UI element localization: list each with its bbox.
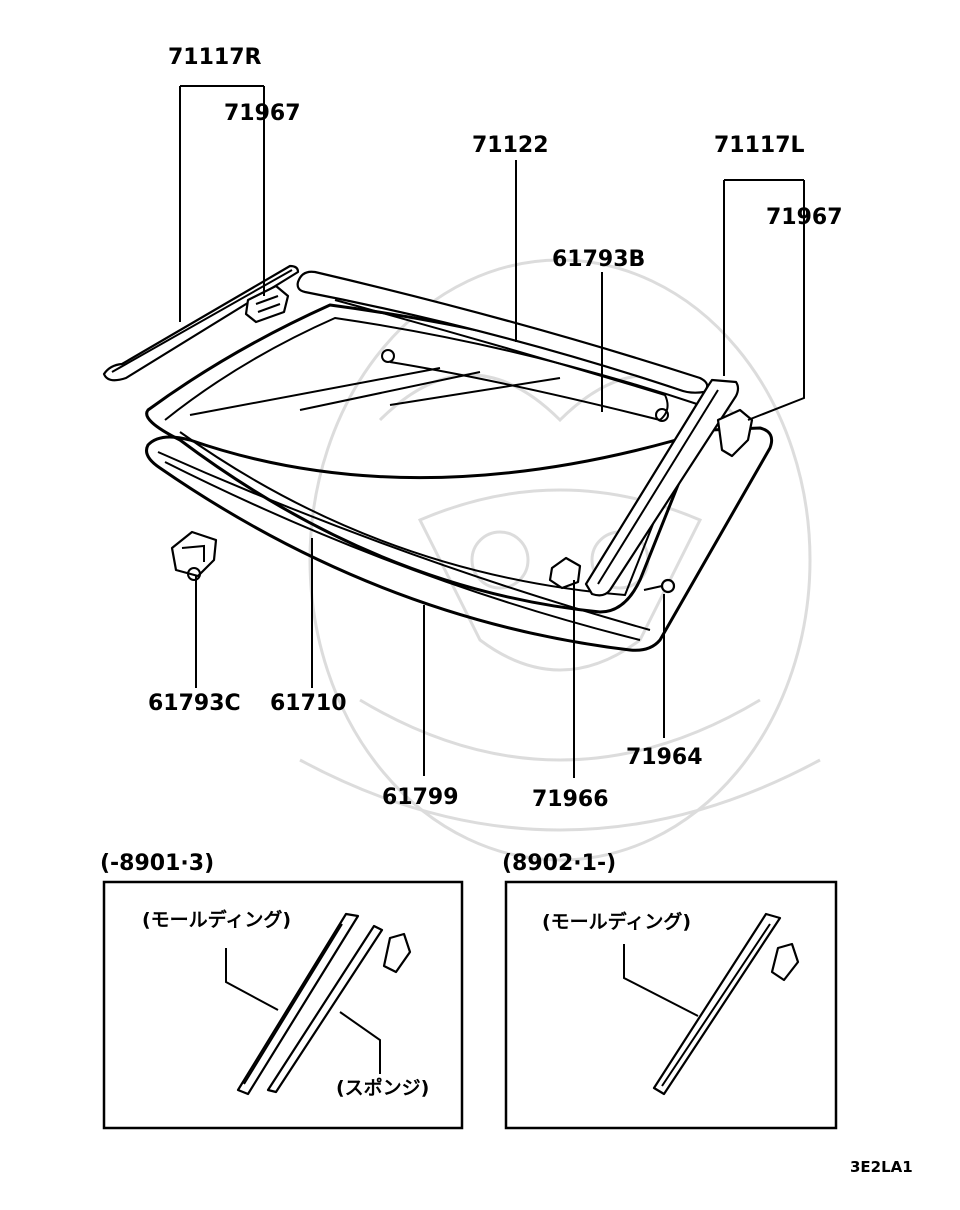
spacer-lower bbox=[170, 530, 218, 581]
inset-early-sponge-label: (スポンジ) bbox=[336, 1076, 429, 1099]
callout-upper-moulding: 71122 bbox=[472, 133, 549, 158]
upper-moulding bbox=[296, 270, 709, 422]
side-moulding-rh bbox=[102, 264, 300, 382]
callout-windshield-glass: 61710 bbox=[270, 691, 347, 716]
leader-lines bbox=[179, 85, 805, 778]
fastener bbox=[548, 556, 582, 590]
inset-late-frame bbox=[504, 880, 838, 1130]
clip-rh bbox=[244, 284, 290, 324]
side-moulding-lh bbox=[584, 378, 740, 597]
diagram-code: 3E2LA1 bbox=[850, 1158, 913, 1176]
callout-clip-rh: 71967 bbox=[224, 101, 301, 126]
callout-spacer-upper: 61793B bbox=[552, 247, 645, 272]
windshield-glass bbox=[145, 303, 723, 614]
screw bbox=[643, 578, 676, 594]
callout-moulding-lh: 71117L bbox=[714, 133, 805, 158]
callout-moulding-rh: 71117R bbox=[168, 45, 262, 70]
clip-lh bbox=[716, 408, 754, 458]
inset-late-caption: (8902·1-) bbox=[502, 851, 616, 876]
callout-fastener: 71966 bbox=[532, 787, 609, 812]
inset-early-frame bbox=[102, 880, 464, 1130]
callout-weatherstrip: 61799 bbox=[382, 785, 459, 810]
inset-late-parts bbox=[623, 912, 800, 1096]
inset-late-moulding-label: (モールディング) bbox=[542, 910, 691, 933]
inset-early-moulding-label: (モールディング) bbox=[142, 908, 291, 931]
callout-screw: 71964 bbox=[626, 745, 703, 770]
callout-spacer-lower: 61793C bbox=[148, 691, 241, 716]
inset-early-caption: (-8901·3) bbox=[100, 851, 214, 876]
inset-early-parts bbox=[225, 912, 412, 1096]
callout-clip-lh: 71967 bbox=[766, 205, 843, 230]
